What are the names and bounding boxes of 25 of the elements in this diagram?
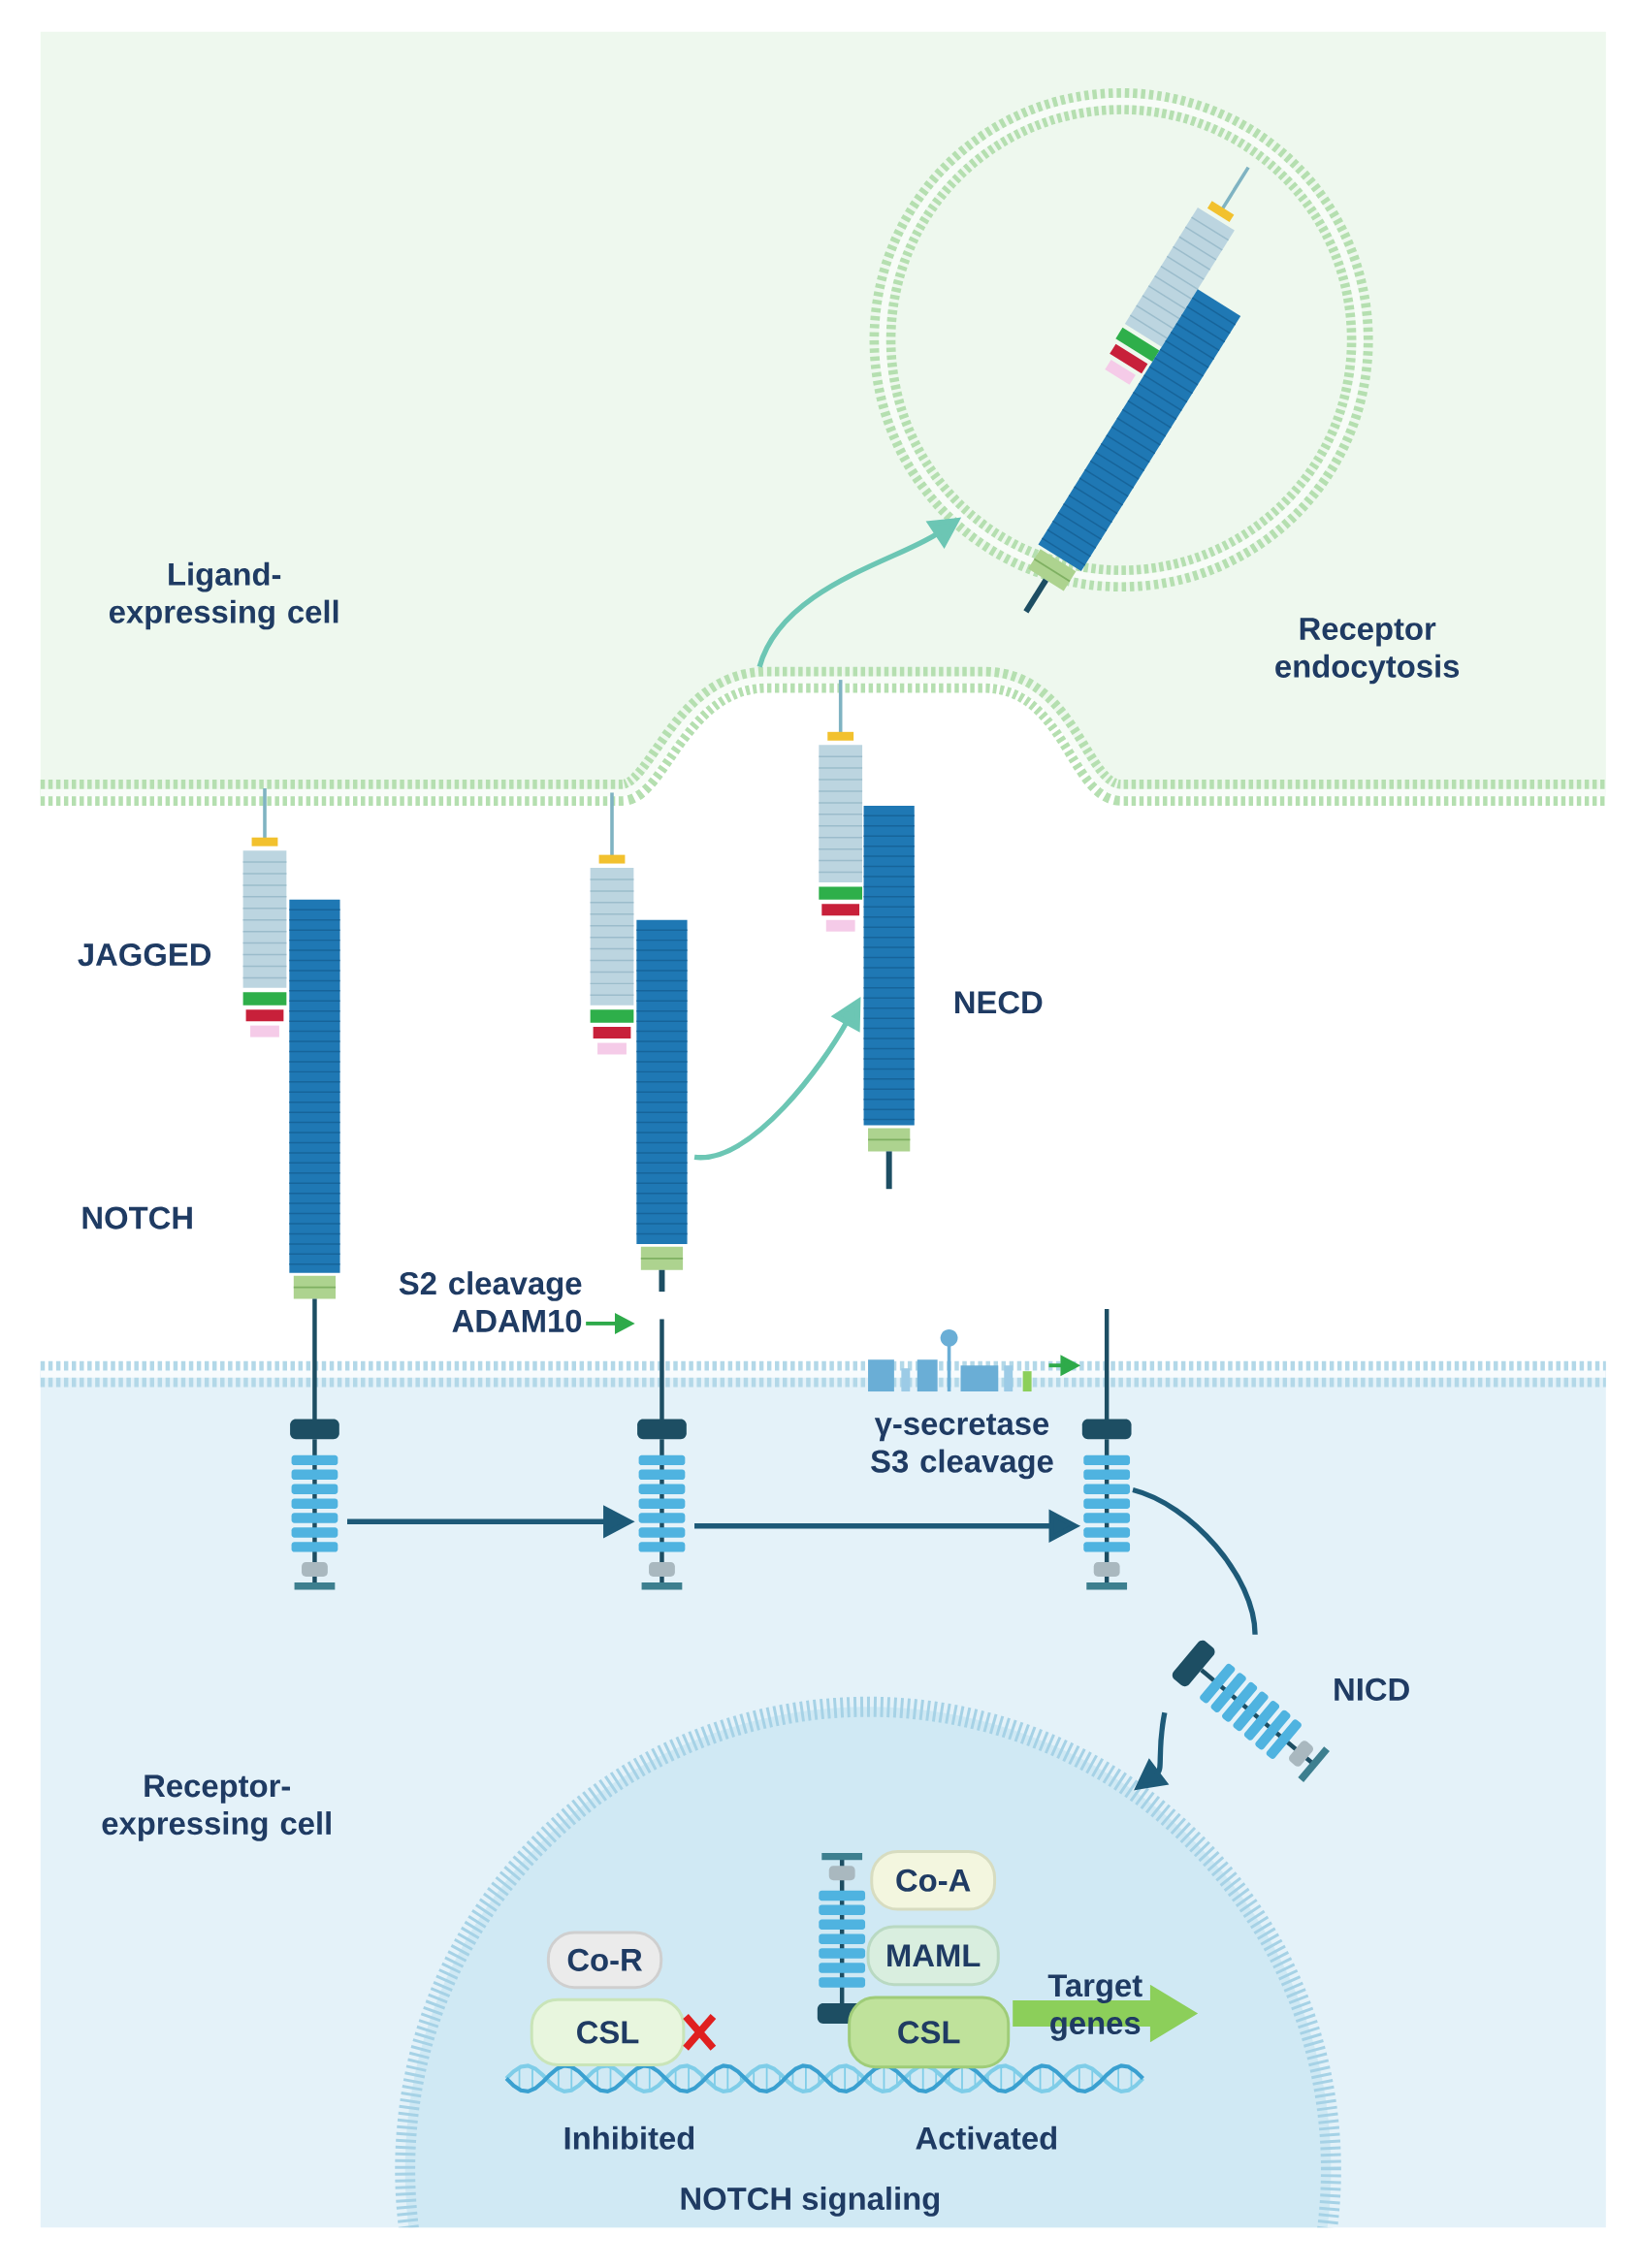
cell-label: Receptor-expressing cell	[102, 1774, 332, 1841]
process-label: Receptor endocytosis	[1275, 618, 1460, 685]
receptor-drawing	[288, 899, 341, 1590]
protein-box: MAML	[866, 1925, 1000, 1987]
vesicle	[869, 88, 1373, 592]
receptor-drawing	[1082, 1309, 1132, 1590]
protein-label: JAGGED	[78, 942, 211, 967]
receptor-drawing	[863, 805, 916, 1190]
nicd-drawing	[1173, 1640, 1331, 1782]
secretase-icon	[868, 1328, 1032, 1392]
cell-label: Ligand-expressing cell	[110, 561, 338, 630]
pathway-label: NOTCH signaling	[681, 2187, 940, 2217]
connector-line	[1132, 1486, 1258, 1635]
protein-label: NOTCH	[82, 1206, 193, 1230]
protein-box: Co-A	[870, 1849, 997, 1911]
receptor-drawing	[635, 919, 689, 1590]
process-label: γ-secretase S3 cleavage	[871, 1414, 1053, 1480]
process-label: S2 cleavage ADAM10	[399, 1271, 582, 1332]
state-label: Inhibited	[564, 2125, 694, 2150]
protein-label: NECD	[955, 991, 1043, 1014]
protein-box: CSL	[530, 1997, 686, 2066]
protein-label: NICD	[1335, 1677, 1410, 1701]
state-label: Activated	[916, 2125, 1057, 2150]
protein-box: Co-R	[547, 1931, 663, 1990]
protein-box: CSL	[848, 1996, 1011, 2069]
